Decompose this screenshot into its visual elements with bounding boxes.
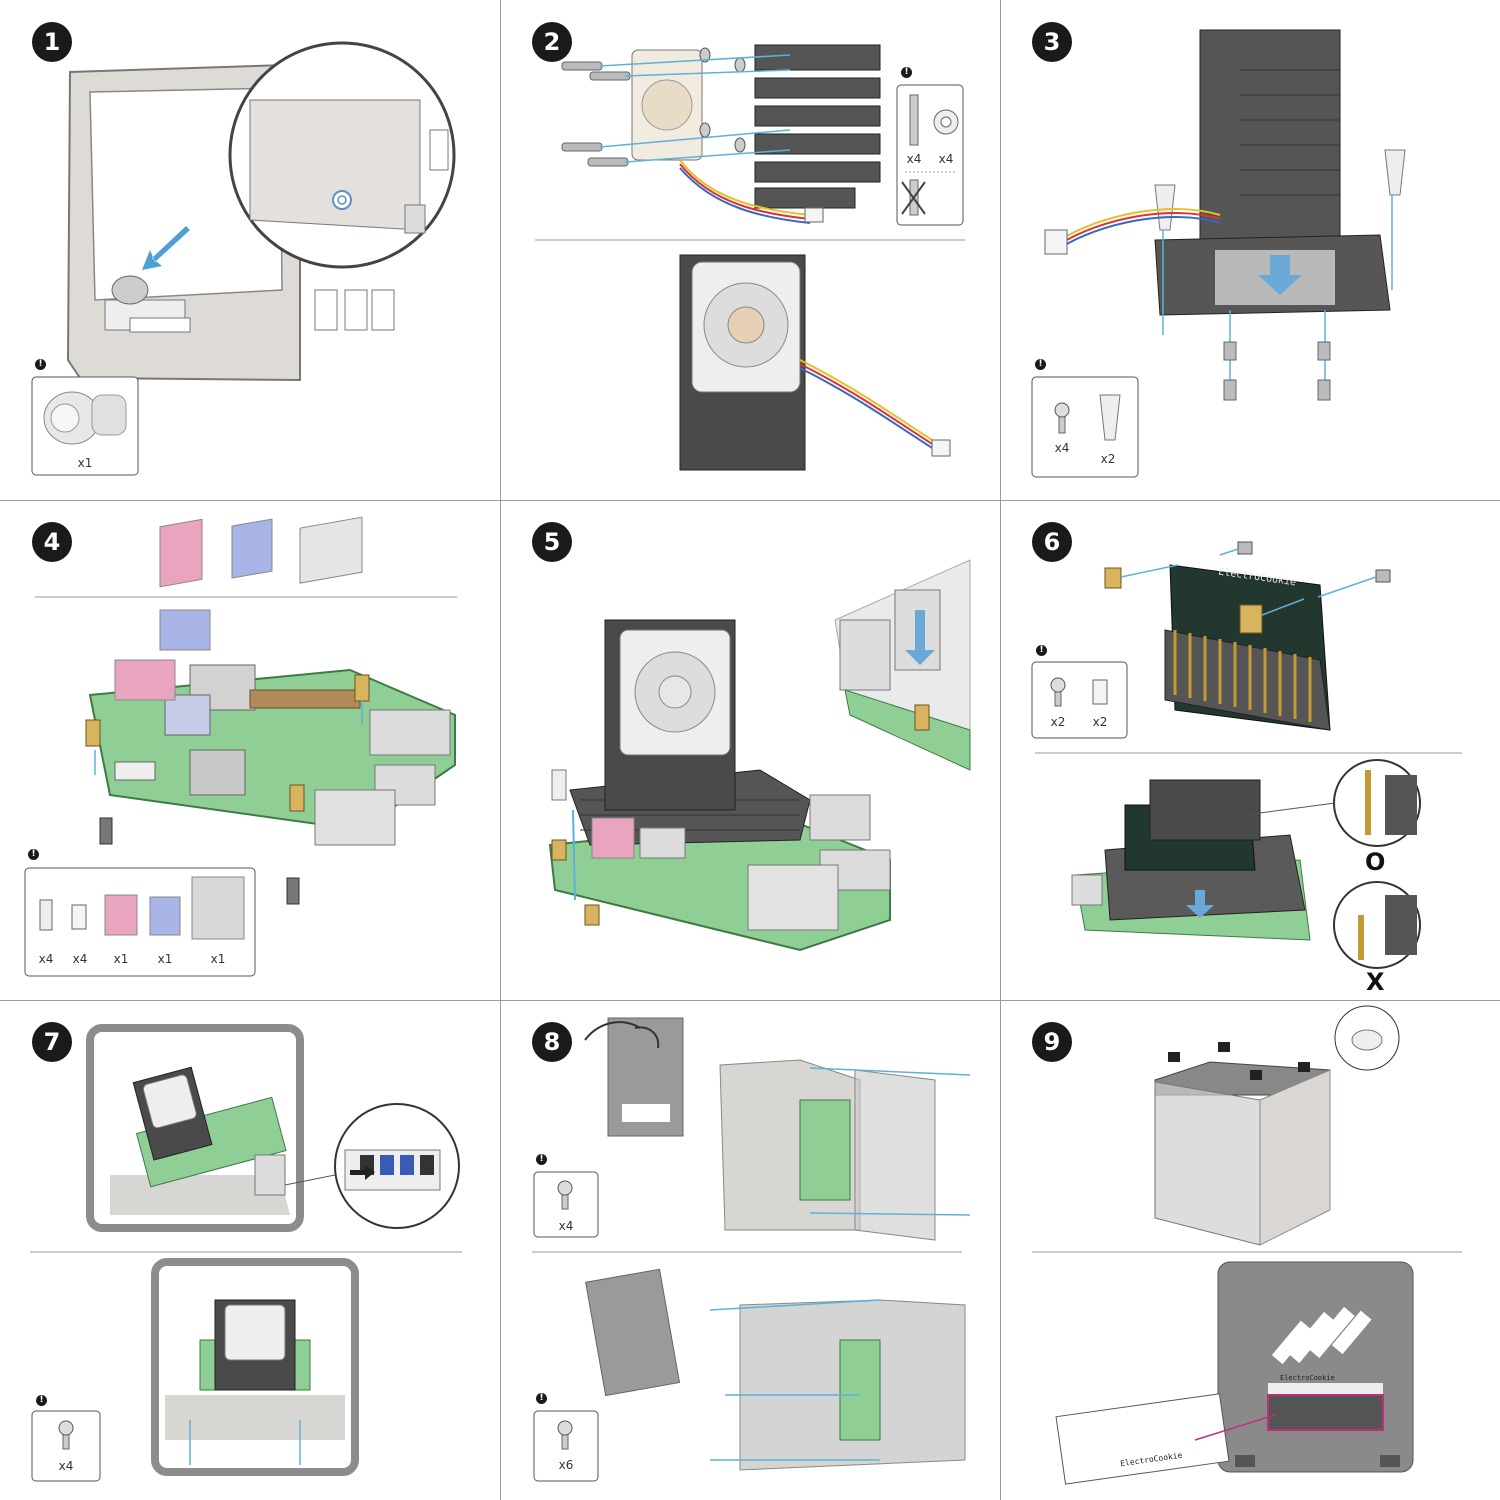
step-5-badge: 5	[532, 522, 572, 562]
step-4-qty-pad-gray: x1	[210, 952, 226, 966]
step-1-panel: 1 ! x1	[0, 0, 500, 500]
step-8-qty-screw-top: x4	[558, 1219, 574, 1233]
step-9-illustration	[1032, 1005, 1462, 1485]
step-1-badge: 1	[32, 22, 72, 62]
step-7-panel: 7 ! x4	[0, 1000, 500, 1500]
step-3-panel: 3 ! x4 x2	[1000, 0, 1500, 500]
grid-divider-v2	[1000, 0, 1001, 1500]
step-3-note-icon: !	[1035, 359, 1046, 370]
step-4-note-icon: !	[28, 849, 39, 860]
step-7-note-icon: !	[36, 1395, 47, 1406]
step-3-qty-screw: x4	[1054, 441, 1070, 455]
step-6-correct-mark: O	[1365, 848, 1386, 876]
grid-divider-v1	[500, 0, 501, 1500]
step-6-note-icon: !	[1036, 645, 1047, 656]
step-7-qty-screw: x4	[58, 1459, 74, 1473]
step-6-panel: 6	[1000, 500, 1500, 1000]
step-4-qty-pad-pink: x1	[113, 952, 129, 966]
step-8-illustration	[532, 1017, 971, 1482]
step-2-qty-washer: x4	[938, 152, 954, 166]
step-9-panel: 9 ElectroCookie ElectroCookie	[1000, 1000, 1500, 1500]
step-7-badge: 7	[32, 1022, 72, 1062]
step-9-hat-label: ElectroCookie	[1280, 1374, 1335, 1382]
step-6-badge: 6	[1032, 522, 1072, 562]
step-5-illustration	[548, 559, 971, 952]
step-4-qty-pad-blue: x1	[157, 952, 173, 966]
step-3-qty-pin: x2	[1100, 452, 1116, 466]
step-2-illustration	[535, 44, 965, 471]
step-4-panel: 4 ! x4 x4 x1 x1	[0, 500, 500, 1000]
step-2-panel: 2	[500, 0, 1000, 500]
step-7-illustration	[30, 1024, 462, 1482]
step-8-panel: 8 ! x4 ! x6	[500, 1000, 1000, 1500]
grid-divider-h1	[0, 500, 1500, 501]
step-4-qty-standoff-f: x4	[72, 952, 88, 966]
step-2-qty-screw: x4	[906, 152, 922, 166]
step-4-illustration	[24, 516, 457, 977]
step-4-qty-standoff-m: x4	[38, 952, 54, 966]
step-6-illustration	[1031, 541, 1462, 969]
step-6-qty-standoff: x2	[1092, 715, 1108, 729]
step-5-panel: 5	[500, 500, 1000, 1000]
grid-divider-h2	[0, 1000, 1500, 1001]
step-8-note-icon-bottom: !	[536, 1393, 547, 1404]
step-1-qty-button: x1	[77, 456, 93, 470]
step-8-qty-screw-bottom: x6	[558, 1458, 574, 1472]
step-2-badge: 2	[532, 22, 572, 62]
step-3-illustration	[1031, 29, 1406, 478]
step-1-illustration	[31, 41, 456, 476]
step-8-note-icon-top: !	[536, 1154, 547, 1165]
step-2-note-icon: !	[901, 67, 912, 78]
step-9-badge: 9	[1032, 1022, 1072, 1062]
step-8-badge: 8	[532, 1022, 572, 1062]
step-3-badge: 3	[1032, 22, 1072, 62]
step-6-qty-screw: x2	[1050, 715, 1066, 729]
step-1-note-icon: !	[35, 359, 46, 370]
step-4-badge: 4	[32, 522, 72, 562]
step-6-wrong-mark: X	[1366, 968, 1385, 996]
